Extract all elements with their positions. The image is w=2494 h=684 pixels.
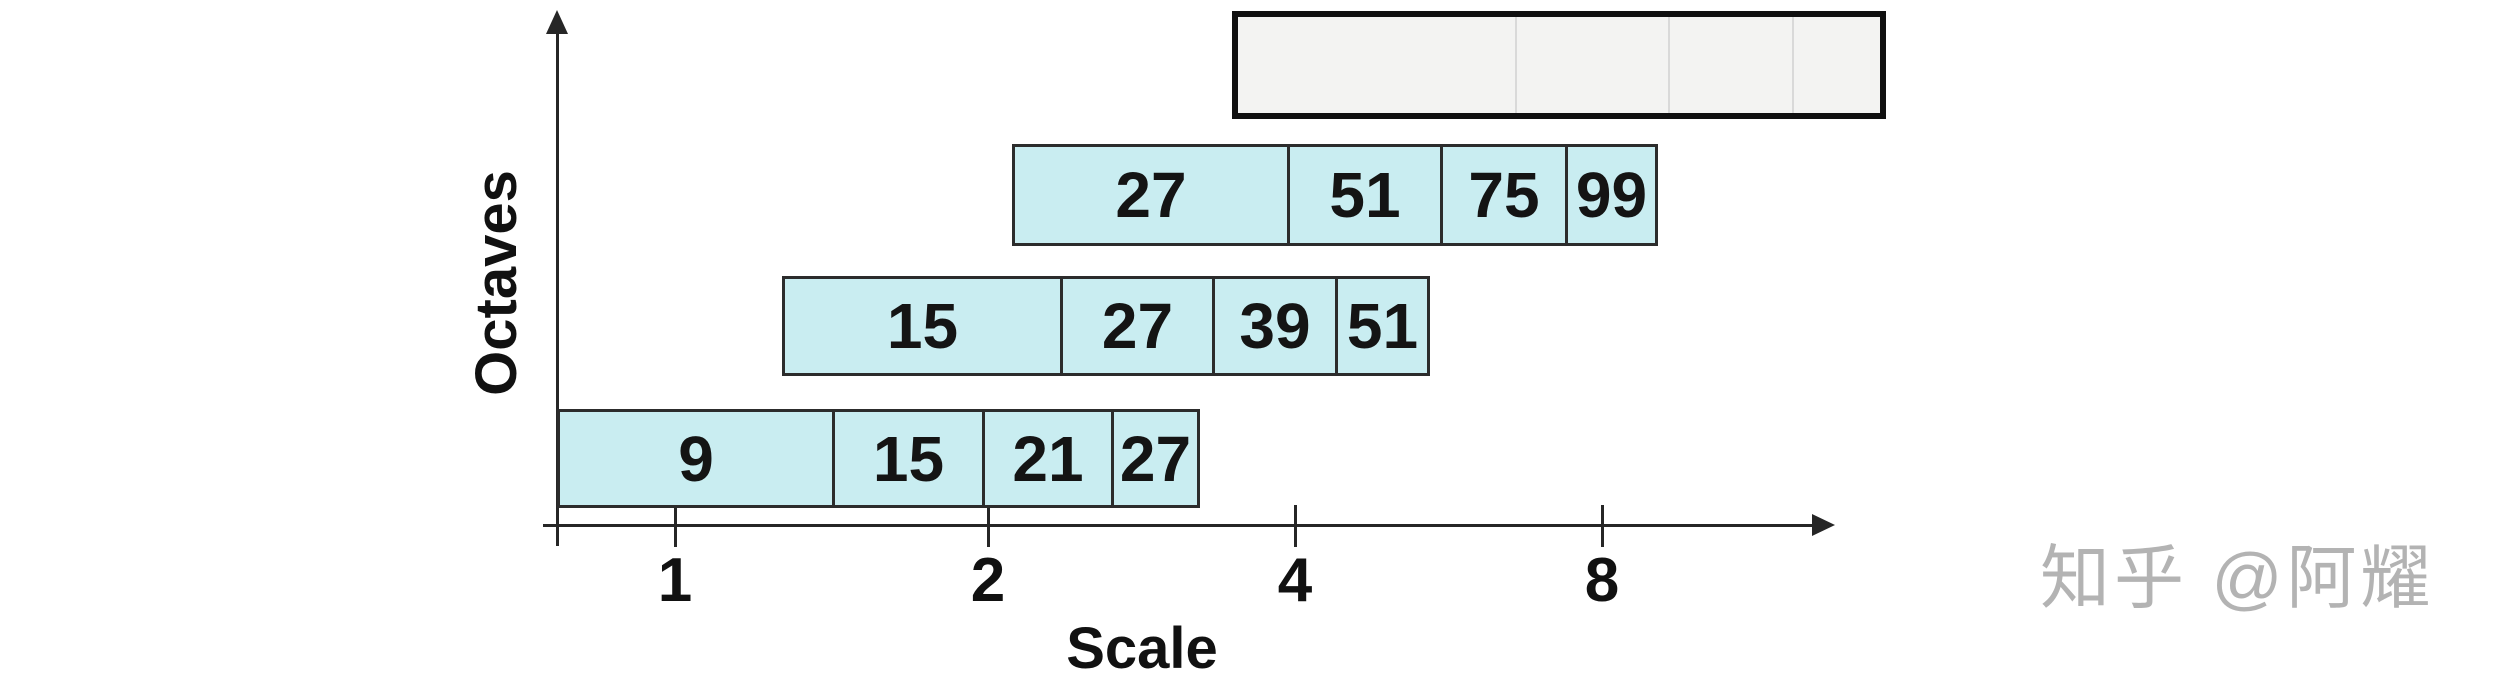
filter-segment: 99 xyxy=(1568,147,1655,243)
x-axis-title: Scale xyxy=(1066,616,1218,681)
y-axis-line xyxy=(556,28,559,546)
watermark-text: 知乎 @阿耀 xyxy=(2040,539,2435,617)
filter-size-label: 15 xyxy=(872,422,945,495)
filter-segment: 27 xyxy=(1114,412,1197,505)
x-axis-arrowhead-icon xyxy=(1812,514,1835,536)
filter-segment: 9 xyxy=(560,412,835,505)
filter-size-label: 51 xyxy=(1329,159,1401,231)
x-tick-label-8: 8 xyxy=(1584,546,1620,615)
x-tick-label-4: 4 xyxy=(1277,546,1313,615)
octave-3-bar: 27 51 75 99 xyxy=(1012,144,1658,246)
filter-size-label: 15 xyxy=(886,290,959,362)
filter-segment xyxy=(1794,17,1880,113)
filter-segment: 15 xyxy=(785,279,1063,373)
filter-segment: 27 xyxy=(1015,147,1290,243)
filter-segment xyxy=(1238,17,1517,113)
octave-2-bar: 15 27 39 51 xyxy=(782,276,1430,376)
filter-size-label: 9 xyxy=(678,422,714,495)
filter-segment: 75 xyxy=(1443,147,1568,243)
filter-segment: 21 xyxy=(985,412,1114,505)
filter-size-label: 27 xyxy=(1101,290,1174,362)
filter-segment xyxy=(1517,17,1670,113)
y-axis-arrowhead-icon xyxy=(546,10,568,34)
y-axis-title: Octaves xyxy=(464,170,529,396)
x-tick-1 xyxy=(674,505,677,547)
filter-segment: 51 xyxy=(1290,147,1443,243)
filter-segment: 15 xyxy=(835,412,985,505)
filter-segment: 51 xyxy=(1338,279,1427,373)
octave-1-bar: 9 15 21 27 xyxy=(557,409,1200,508)
octave-4-bar xyxy=(1232,11,1886,119)
filter-size-label: 75 xyxy=(1468,159,1540,231)
filter-size-label: 39 xyxy=(1239,290,1311,362)
x-tick-8 xyxy=(1601,505,1604,547)
filter-size-label: 27 xyxy=(1119,422,1192,495)
x-axis-line xyxy=(543,524,1815,527)
x-tick-2 xyxy=(987,505,990,547)
filter-segment: 39 xyxy=(1215,279,1338,373)
x-tick-label-1: 1 xyxy=(657,546,693,615)
filter-size-label: 21 xyxy=(1012,422,1084,495)
filter-size-label: 99 xyxy=(1575,159,1648,231)
x-tick-4 xyxy=(1294,505,1297,547)
filter-segment xyxy=(1670,17,1794,113)
filter-segment: 27 xyxy=(1063,279,1215,373)
filter-size-label: 51 xyxy=(1346,290,1419,362)
x-tick-label-2: 2 xyxy=(970,546,1006,615)
filter-size-label: 27 xyxy=(1115,159,1187,231)
